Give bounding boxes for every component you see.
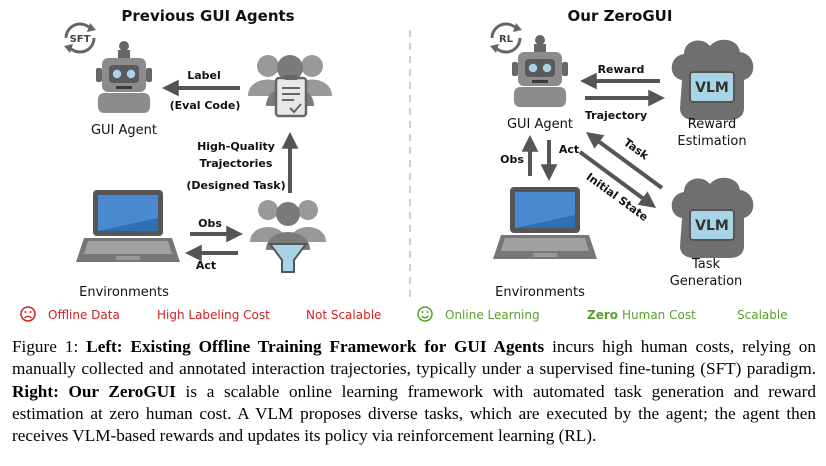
tag-human-cost: Human Cost <box>622 308 696 322</box>
trajectory-text: Trajectory <box>585 109 647 122</box>
left-agent-label: GUI Agent <box>91 123 157 138</box>
right-agent-label: GUI Agent <box>507 117 573 132</box>
tag-not-scalable: Not Scalable <box>306 308 381 322</box>
tag-offline-data: Offline Data <box>48 308 120 322</box>
left-obs-text: Obs <box>198 217 222 230</box>
annotators-icon <box>248 55 332 118</box>
rl-badge: RL <box>499 34 514 45</box>
traj-line3: (Designed Task) <box>186 179 285 192</box>
reward-est-line1: Reward <box>688 117 736 132</box>
caption-left-text: incurs high human costs, relying on manu… <box>12 337 816 379</box>
crowd-funnel-icon <box>250 200 326 273</box>
vlm-top-text: VLM <box>695 80 729 96</box>
sft-cycle-icon: SFT <box>62 21 98 55</box>
vlm-bottom-text: VLM <box>695 218 729 234</box>
traj-line1: High-Quality <box>197 140 275 153</box>
reward-est-line2: Estimation <box>677 134 746 149</box>
task-arrow <box>585 132 664 190</box>
tag-scalable: Scalable <box>737 308 788 322</box>
traj-line2: Trajectories <box>200 157 273 170</box>
tag-online-learning: Online Learning <box>445 308 540 322</box>
smile-face-icon <box>417 306 433 322</box>
left-laptop-icon <box>76 190 180 262</box>
task-gen-line2: Generation <box>670 274 743 289</box>
right-env-label: Environments <box>495 285 585 300</box>
reward-text: Reward <box>598 63 645 76</box>
task-gen-line1: Task <box>691 257 721 272</box>
right-laptop-icon <box>493 187 597 259</box>
left-env-label: Environments <box>79 285 169 300</box>
eval-code-text: (Eval Code) <box>170 99 241 112</box>
sft-badge: SFT <box>70 34 91 45</box>
tag-high-labeling-cost: High Labeling Cost <box>157 308 270 322</box>
initial-state-arrow <box>578 150 657 208</box>
caption-right-bold: Right: Our ZeroGUI <box>12 381 176 401</box>
right-obs-text: Obs <box>500 153 524 166</box>
tag-zero: Zero <box>587 308 618 322</box>
caption-right-text: is a scalable online learning framework … <box>12 381 816 446</box>
left-act-text: Act <box>196 259 216 272</box>
right-title: Our ZeroGUI <box>568 7 673 25</box>
left-robot-icon <box>96 41 152 113</box>
figure-caption: Figure 1: Left: Existing Offline Trainin… <box>12 336 816 447</box>
right-robot-icon <box>512 35 568 107</box>
caption-left-bold: Left: Existing Offline Training Framewor… <box>86 337 545 356</box>
caption-fig-number: Figure 1: <box>12 337 87 356</box>
label-text: Label <box>187 69 221 82</box>
sad-face-icon <box>20 306 36 322</box>
rl-cycle-icon: RL <box>488 21 524 55</box>
right-act-text: Act <box>559 143 579 156</box>
left-title: Previous GUI Agents <box>121 7 294 25</box>
